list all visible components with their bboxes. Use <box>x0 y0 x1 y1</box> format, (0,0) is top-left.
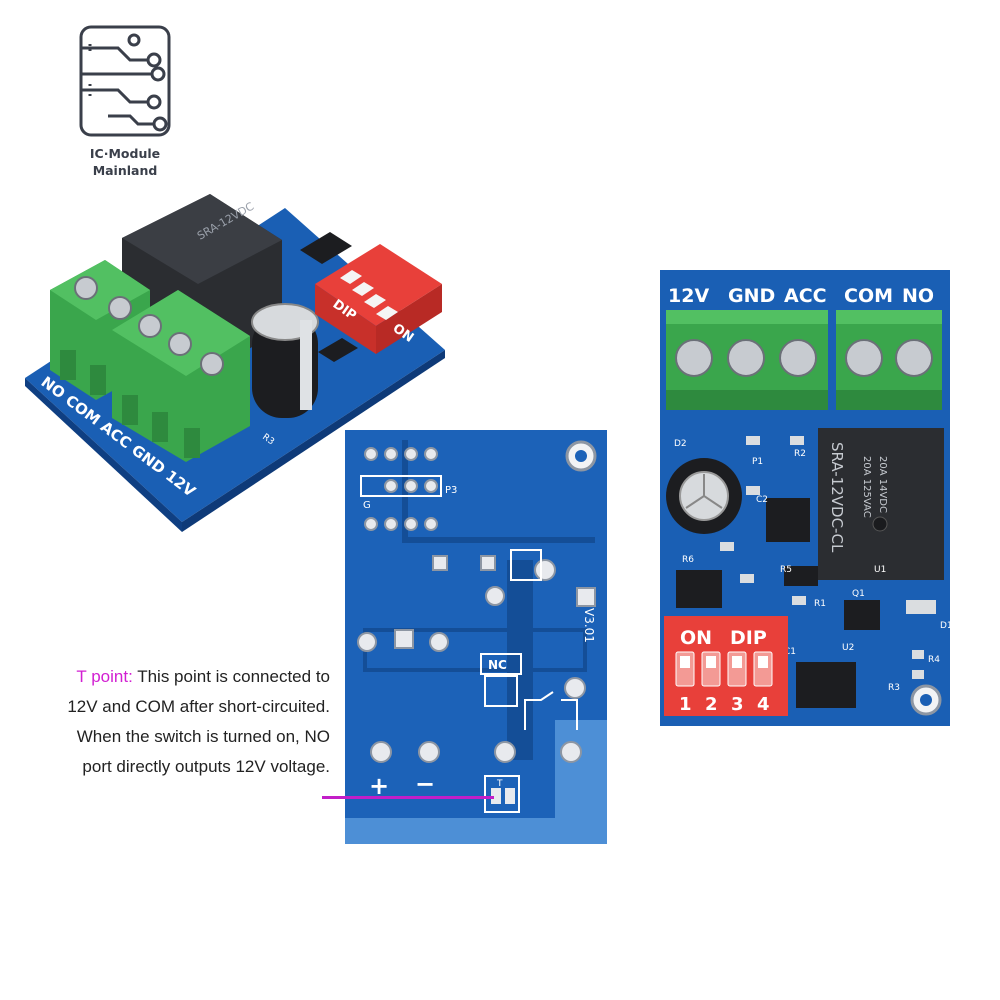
right-label-acc: ACC <box>784 285 827 307</box>
dip-num-2: 2 <box>705 694 718 715</box>
relay-line-2: 20A 125VAC <box>861 456 872 518</box>
caption-line-1-text: This point is connected to <box>137 667 330 686</box>
back-header-g: G <box>363 500 371 511</box>
circuit-board-icon <box>79 25 171 137</box>
t-point-pointer-line <box>322 796 494 799</box>
t-point-outline <box>484 775 520 813</box>
ref-c2: C2 <box>756 495 768 505</box>
right-label-com: COM <box>844 285 893 307</box>
ref-r6: R6 <box>682 555 694 565</box>
right-label-12v: 12V <box>668 285 709 307</box>
right-dip-on: ON <box>680 627 712 649</box>
t-point-label: T <box>496 779 503 789</box>
logo-line-1: IC·Module <box>89 146 161 161</box>
t-point-caption: T point: This point is connected to 12V … <box>30 662 330 782</box>
brand-logo <box>78 24 172 182</box>
relay-line-3: SRA-12VDC-CL <box>828 442 846 553</box>
ref-c1: C1 <box>784 647 796 657</box>
right-module-photo: 12V GND ACC COM NO 20A 14VDC 20A 125VAC … <box>660 270 952 726</box>
relay-line-1: 20A 14VDC <box>877 456 888 513</box>
right-label-gnd: GND <box>728 285 775 307</box>
caption-line-4: port directly outputs 12V voltage. <box>82 757 330 776</box>
caption-line-2: 12V and COM after short-circuited. <box>67 697 330 716</box>
right-label-no: NO <box>902 285 934 307</box>
right-dip-label: DIP <box>730 627 767 649</box>
ref-r4: R4 <box>928 655 940 665</box>
dip-num-3: 3 <box>731 694 744 715</box>
right-chip <box>796 662 856 708</box>
ref-r2: R2 <box>794 449 806 459</box>
back-module-photo: G P3 NC V3.01 + − T <box>345 430 607 844</box>
left-dip-switch <box>315 244 442 326</box>
ref-u1: U1 <box>874 565 886 575</box>
ref-u2: U2 <box>842 643 854 653</box>
caption-highlight: T point: <box>76 667 133 686</box>
dip-num-4: 4 <box>757 694 770 715</box>
ref-r3: R3 <box>888 683 900 693</box>
back-minus: − <box>415 770 435 798</box>
ref-r1: R1 <box>814 599 826 609</box>
logo-line-2: Mainland <box>92 163 158 178</box>
ref-r5: R5 <box>780 565 792 575</box>
ref-d2: D2 <box>674 439 687 449</box>
left-module-photo: SRA-12VDC DIP ON R3 NO COM ACC GND 12V <box>25 194 445 532</box>
caption-line-1: T point: This point is connected to <box>30 662 330 692</box>
back-nc-label: NC <box>488 658 507 672</box>
ref-d1: D1 <box>940 621 952 631</box>
back-plus: + <box>369 772 389 800</box>
back-header-label: P3 <box>445 485 457 496</box>
logo-text: IC·Module Mainland <box>62 145 188 179</box>
right-relay <box>818 428 944 580</box>
caption-line-3: When the switch is turned on, NO <box>76 727 330 746</box>
ref-p1: P1 <box>752 457 763 467</box>
ref-q1: Q1 <box>852 589 865 599</box>
dip-num-1: 1 <box>679 694 692 715</box>
back-version: V3.01 <box>582 608 596 643</box>
